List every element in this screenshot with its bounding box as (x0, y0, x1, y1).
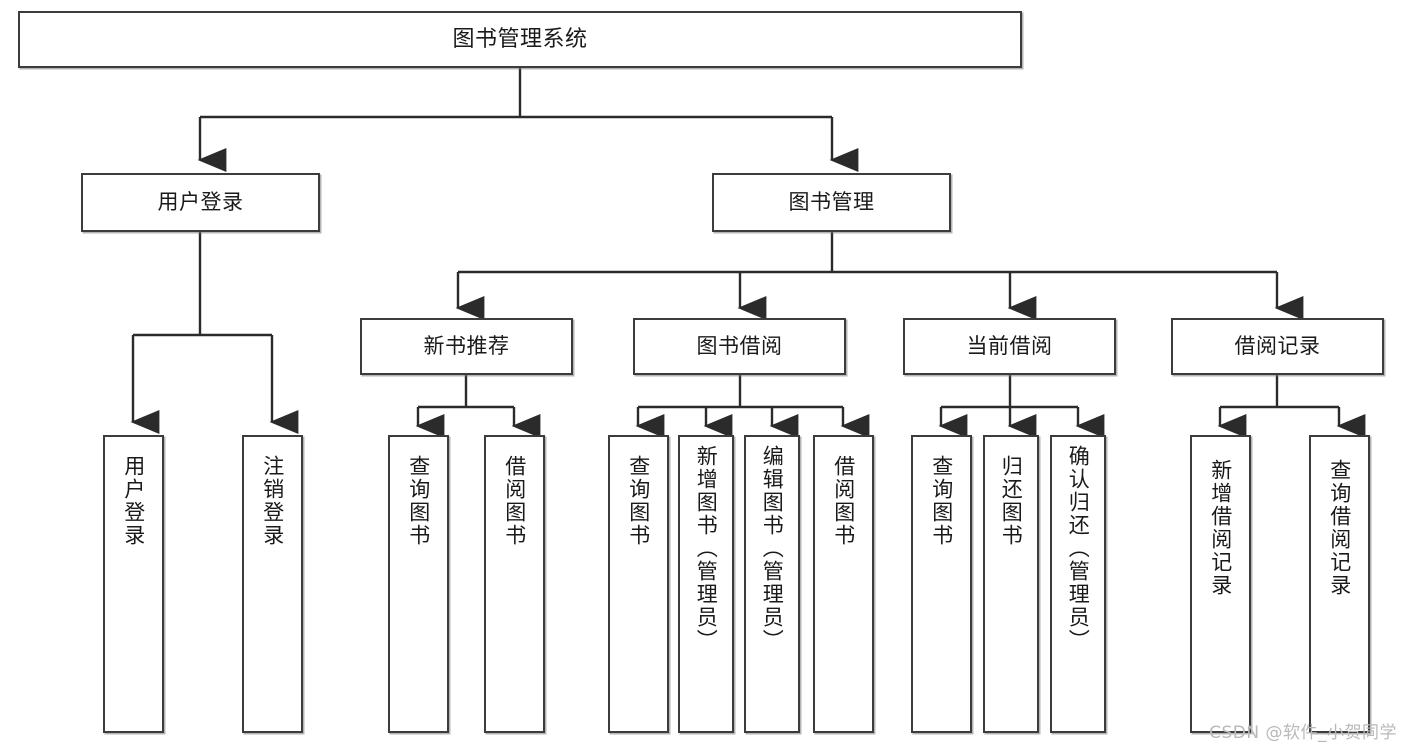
leaf-new-book-query-book-label: 查询图书 (406, 455, 431, 547)
leaf-new-book-borrow-book-label: 借阅图书 (502, 455, 527, 547)
leaf-borrow-edit-book-admin-label: 编辑图书（管理员） (760, 445, 785, 652)
leaf-current-return-book-label: 归还图书 (999, 455, 1024, 547)
watermark: CSDN @软件_小贺同学 (1209, 723, 1397, 743)
node-book-borrow[interactable]: 图书借阅 (633, 318, 846, 375)
node-root-system[interactable]: 图书管理系统 (18, 11, 1022, 68)
leaf-records-query-record-label: 查询借阅记录 (1327, 459, 1352, 597)
node-current-borrow-label: 当前借阅 (966, 334, 1053, 359)
leaf-records-query-record[interactable]: 查询借阅记录 (1309, 435, 1370, 733)
leaf-new-book-query-book[interactable]: 查询图书 (388, 435, 449, 733)
leaf-logout[interactable]: 注销登录 (242, 435, 303, 733)
leaf-borrow-query-book[interactable]: 查询图书 (608, 435, 669, 733)
leaf-borrow-borrow-book[interactable]: 借阅图书 (813, 435, 874, 733)
node-book-management-label: 图书管理 (788, 190, 875, 215)
leaf-current-confirm-return-admin[interactable]: 确认归还（管理员） (1050, 435, 1106, 733)
node-book-borrow-label: 图书借阅 (696, 334, 783, 359)
node-borrow-records-label: 借阅记录 (1234, 334, 1321, 359)
leaf-new-book-borrow-book[interactable]: 借阅图书 (484, 435, 545, 733)
leaf-borrow-query-book-label: 查询图书 (626, 455, 651, 547)
leaf-borrow-edit-book-admin[interactable]: 编辑图书（管理员） (744, 435, 800, 733)
node-book-management[interactable]: 图书管理 (712, 173, 951, 232)
leaf-user-login[interactable]: 用户登录 (103, 435, 164, 733)
leaf-borrow-add-book-admin-label: 新增图书（管理员） (694, 445, 719, 652)
leaf-current-query-book-label: 查询图书 (929, 455, 954, 547)
node-root-system-label: 图书管理系统 (452, 26, 588, 52)
node-current-borrow[interactable]: 当前借阅 (903, 318, 1116, 375)
leaf-user-login-label: 用户登录 (121, 455, 146, 547)
leaf-records-add-record[interactable]: 新增借阅记录 (1190, 435, 1251, 733)
leaf-current-confirm-return-admin-label: 确认归还（管理员） (1066, 445, 1091, 652)
leaf-borrow-borrow-book-label: 借阅图书 (831, 455, 856, 547)
leaf-records-add-record-label: 新增借阅记录 (1208, 459, 1233, 597)
node-new-book-recommend-label: 新书推荐 (423, 334, 510, 359)
leaf-borrow-add-book-admin[interactable]: 新增图书（管理员） (678, 435, 734, 733)
node-borrow-records[interactable]: 借阅记录 (1171, 318, 1384, 375)
leaf-current-return-book[interactable]: 归还图书 (983, 435, 1039, 733)
leaf-current-query-book[interactable]: 查询图书 (911, 435, 972, 733)
leaf-logout-label: 注销登录 (260, 455, 285, 547)
node-user-login-label: 用户登录 (157, 190, 244, 215)
node-user-login[interactable]: 用户登录 (81, 173, 320, 232)
node-new-book-recommend[interactable]: 新书推荐 (360, 318, 573, 375)
